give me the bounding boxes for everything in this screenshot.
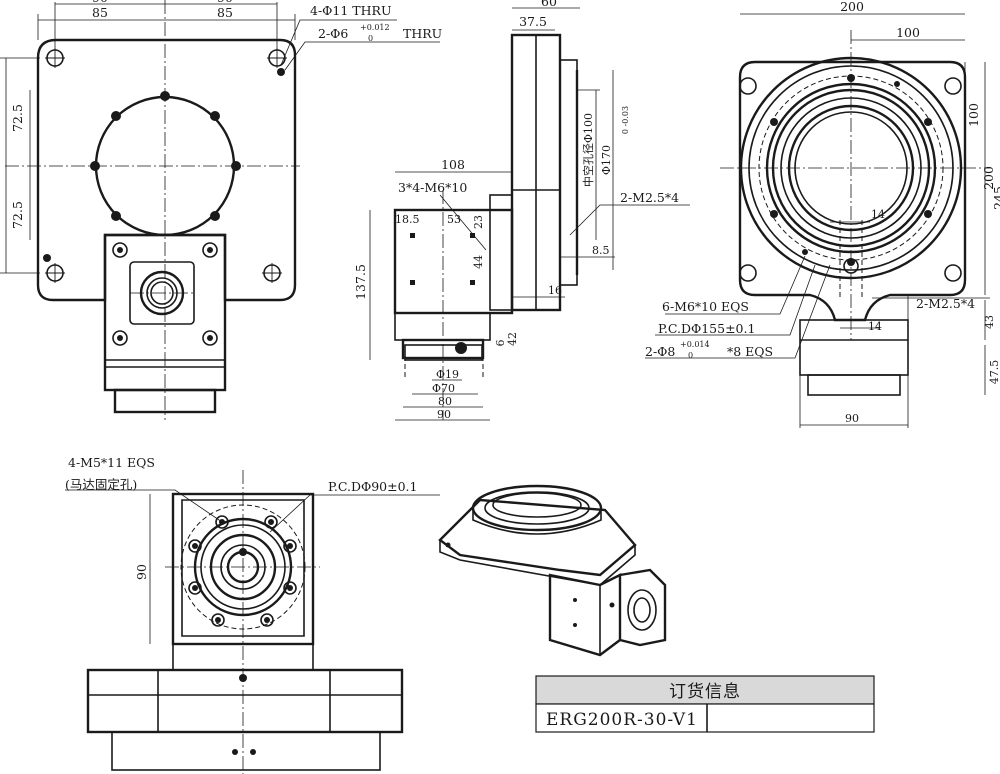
note-2-pins-tol-upper: +0.012: [360, 23, 390, 32]
dim-90-left: 90: [92, 0, 108, 5]
note-4-m5: 4-M5*11 EQS: [68, 455, 155, 470]
right-view: 200 100 100 200 245 14 14 6-M6*10 EQS P.…: [645, 0, 1000, 428]
dim-23: 23: [472, 215, 485, 229]
note-2-pins-tol-lower: 0: [368, 34, 373, 43]
dim-14-top: 14: [871, 208, 885, 221]
note-pcd90: P.C.DΦ90±0.1: [328, 479, 417, 494]
note-m2-5-right: 2-M2.5*4: [916, 296, 975, 311]
dim-16: 16: [548, 284, 562, 297]
note-6-m6-eqs: 6-M6*10 EQS: [662, 299, 749, 314]
dim-90-right: 90: [217, 0, 233, 5]
side-view: 60 37.5 108 3*4-M6*10 18.5 53 23 44 137.…: [353, 0, 690, 421]
dim-37-5: 37.5: [519, 14, 547, 29]
bottom-view: 90 4-M5*11 EQS (马达固定孔) P.C.DΦ90±0.1: [65, 455, 440, 774]
dim-phi70: Φ70: [432, 382, 455, 395]
dim-80: 80: [438, 395, 452, 408]
dim-90-bottom: 90: [134, 564, 149, 580]
motor-screw: [264, 515, 278, 529]
note-2-pin8-tol-lower: 0: [688, 351, 693, 360]
dim-200-side: 200: [981, 166, 996, 190]
motor-screw: [211, 613, 225, 627]
motor-screw: [283, 539, 297, 553]
dim-phi170-tol: 0 -0.03: [621, 106, 630, 134]
dim-53: 53: [447, 213, 461, 226]
note-motor-holes: (马达固定孔): [65, 477, 137, 492]
mounting-hole-tl: [45, 48, 65, 68]
dim-245: 245: [991, 186, 1000, 210]
dim-72-5-bottom: 72.5: [10, 201, 25, 229]
gearbox-screw: [112, 330, 128, 346]
note-pcd155: P.C.DΦ155±0.1: [658, 321, 755, 336]
dim-hollow-100: 中空孔径Φ100: [581, 113, 595, 187]
dim-90-right: 90: [845, 412, 859, 425]
note-m2-5-side: 2-M2.5*4: [620, 190, 679, 205]
dim-18-5: 18.5: [395, 213, 420, 226]
motor-screw: [260, 613, 274, 627]
isometric-view: [438, 484, 667, 657]
dim-6: 6: [494, 340, 507, 347]
motor-screw: [283, 581, 297, 595]
note-2-pins: 2-Φ6: [318, 26, 348, 41]
gearbox-screw: [202, 330, 218, 346]
note-2-pin8: 2-Φ8: [645, 344, 675, 359]
gearbox-screw: [112, 242, 128, 258]
dim-47-5: 47.5: [988, 360, 1000, 385]
mounting-hole-bl: [45, 263, 65, 283]
order-table: 订货信息 ERG200R-30-V1: [535, 675, 875, 733]
note-4-holes: 4-Φ11 THRU: [310, 3, 392, 18]
dim-100-side: 100: [966, 103, 981, 127]
dim-42: 42: [506, 332, 519, 346]
dim-phi170: Φ170: [600, 145, 613, 175]
dim-137-5: 137.5: [353, 264, 368, 300]
dim-8-5: 8.5: [592, 244, 610, 257]
front-view: 90 90 85 85 72.5 72.5 4-Φ11 THRU 2-Φ6 +0…: [0, 0, 442, 420]
note-2-pin8-suffix: *8 EQS: [727, 344, 773, 359]
dim-72-5-top: 72.5: [10, 104, 25, 132]
dim-200-top: 200: [840, 0, 864, 14]
dim-90: 90: [437, 408, 451, 421]
dim-100-top: 100: [896, 25, 920, 40]
dim-44: 44: [472, 255, 485, 269]
motor-screw: [188, 581, 202, 595]
note-3x4-m6: 3*4-M6*10: [398, 180, 467, 195]
note-2-pin8-tol-upper: +0.014: [680, 340, 710, 349]
mounting-hole-br: [262, 263, 282, 283]
dim-14-bottom: 14: [868, 320, 882, 333]
dim-85-right: 85: [217, 5, 233, 20]
dim-85-left: 85: [92, 5, 108, 20]
dim-108: 108: [441, 157, 465, 172]
dim-43: 43: [983, 315, 996, 329]
dim-phi19: Φ19: [436, 368, 459, 381]
order-model-number: ERG200R-30-V1: [546, 710, 698, 730]
note-2-pins-suffix: THRU: [403, 26, 442, 41]
gearbox-screw: [202, 242, 218, 258]
dim-60: 60: [541, 0, 557, 9]
order-table-header: 订货信息: [669, 682, 741, 702]
motor-screw: [188, 539, 202, 553]
